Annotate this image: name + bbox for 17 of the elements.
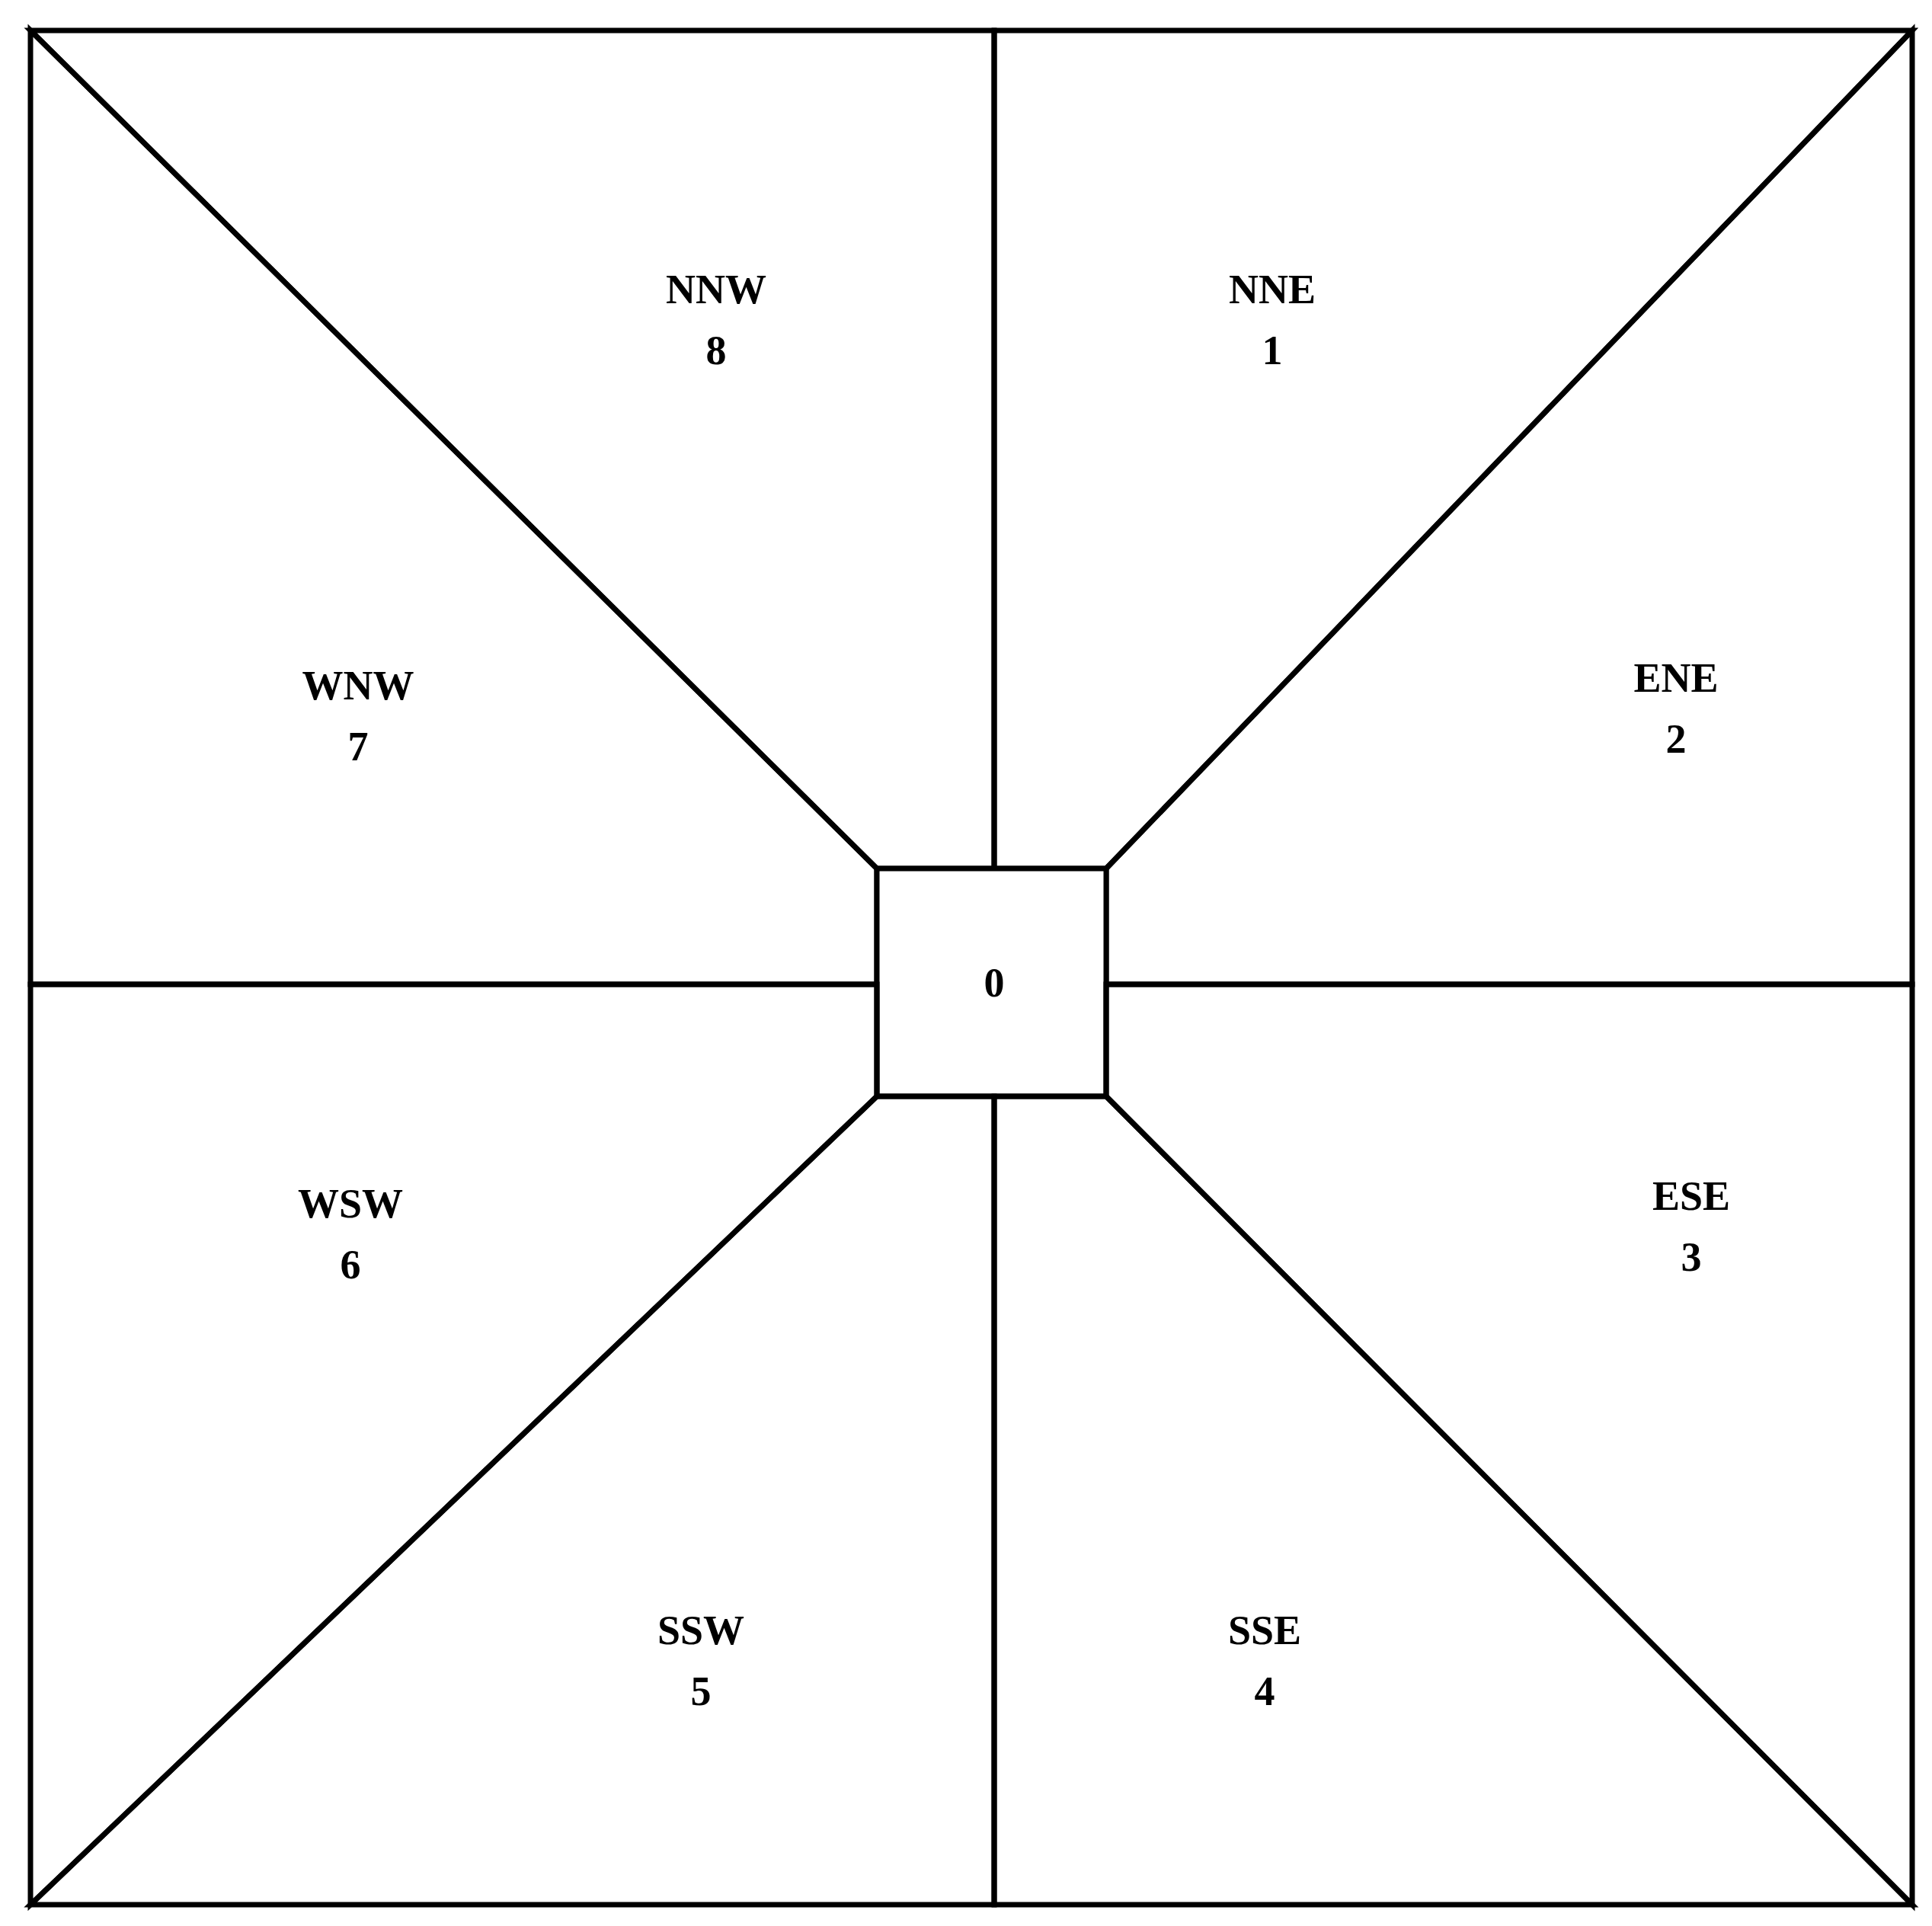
sector-number: 6 — [339, 1241, 362, 1289]
sector-number: 2 — [1665, 715, 1687, 763]
direction-label: ENE — [1633, 654, 1719, 702]
sector-number: 1 — [1261, 327, 1284, 375]
sector-number: 8 — [705, 327, 728, 375]
direction-label: SSW — [657, 1607, 745, 1655]
direction-label: NNE — [1229, 266, 1316, 314]
sector-number: 0 — [984, 959, 1005, 1007]
sector-number: 4 — [1253, 1668, 1276, 1716]
sector-number: 7 — [347, 723, 369, 771]
direction-label: NNW — [666, 266, 766, 314]
direction-label: WSW — [298, 1180, 403, 1228]
direction-label: ESE — [1652, 1173, 1731, 1221]
direction-label: WNW — [302, 662, 414, 710]
direction-label: SSE — [1227, 1607, 1302, 1655]
sector-number: 3 — [1680, 1233, 1703, 1281]
sector-number: 5 — [689, 1668, 712, 1716]
